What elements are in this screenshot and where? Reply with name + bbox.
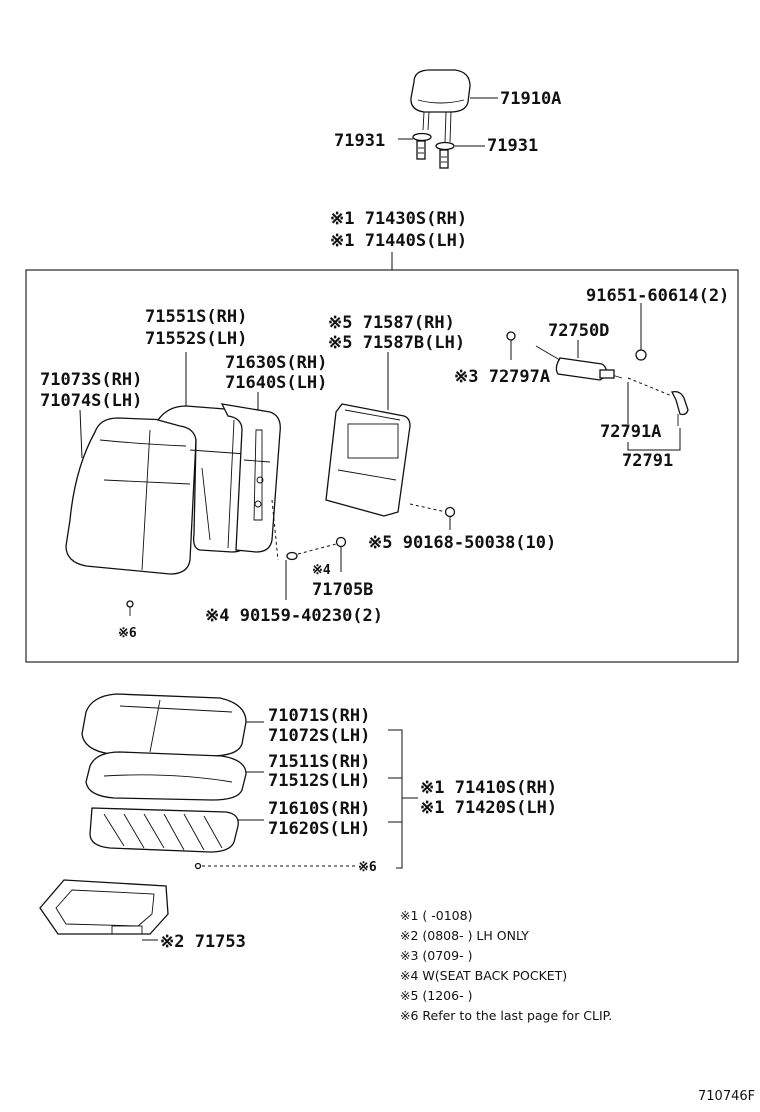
clip-71705b[interactable] (335, 536, 347, 548)
label-clip6-bottom: ※6 (358, 860, 377, 875)
label-seatback-rh: ※1 71430S(RH) (330, 209, 467, 229)
label-cushion-lh: ※1 71420S(LH) (420, 798, 557, 818)
label-72791a: 72791A (600, 422, 661, 442)
label-cushion-pad-lh: 71512S(LH) (268, 771, 370, 791)
label-tray: ※2 71753 (160, 932, 246, 952)
note-1: ※1 ( -0108) (400, 908, 472, 923)
label-guide-left: 71931 (334, 131, 385, 151)
lever-72750d[interactable] (535, 345, 623, 381)
label-cushion-frame-rh: 71610S(RH) (268, 799, 370, 819)
label-screw-90168: ※5 90168-50038(10) (368, 533, 556, 553)
label-pad-rh: 71551S(RH) (145, 307, 247, 327)
label-headrest: 71910A (500, 89, 561, 109)
label-cover-lh: 71074S(LH) (40, 391, 142, 411)
label-cushion-rh: ※1 71410S(RH) (420, 778, 557, 798)
screw-90168[interactable] (444, 506, 456, 518)
note-3: ※3 (0709- ) (400, 948, 472, 963)
label-91651: 91651-60614(2) (586, 286, 729, 306)
cushion-pad[interactable] (85, 751, 247, 801)
footnotes: ※1 ( -0108) ※2 (0808- ) LH ONLY ※3 (0709… (400, 908, 612, 1023)
seatback-cover[interactable] (65, 417, 197, 575)
seatback-assembly-box (25, 269, 739, 663)
tray-71753[interactable] (39, 879, 169, 935)
label-72791: 72791 (622, 451, 673, 471)
note-4: ※4 W(SEAT BACK POCKET) (400, 968, 567, 983)
seatback-pocket-board[interactable] (325, 403, 411, 517)
note-5: ※5 (1206- ) (400, 988, 472, 1003)
label-clip-mark: ※4 (312, 563, 331, 578)
headrest-part[interactable] (410, 69, 471, 143)
label-72797a: ※3 72797A (454, 367, 550, 387)
cushion-cover[interactable] (81, 693, 247, 757)
label-seatback-lh: ※1 71440S(LH) (330, 231, 467, 251)
cushion-frame[interactable] (89, 807, 239, 853)
label-clip-71705b: 71705B (312, 580, 373, 600)
label-frame-lh: 71640S(LH) (225, 373, 327, 393)
label-pocket-lh: ※5 71587B(LH) (328, 333, 465, 353)
label-cushion-cover-lh: 71072S(LH) (268, 726, 370, 746)
label-guide-right: 71931 (487, 136, 538, 156)
headrest-guide-left[interactable] (412, 132, 432, 160)
headrest-guide-right[interactable] (435, 141, 455, 169)
label-screw-90159: ※4 90159-40230(2) (205, 606, 383, 626)
knob-72791[interactable] (671, 390, 689, 426)
label-pad-lh: 71552S(LH) (145, 329, 247, 349)
label-frame-rh: 71630S(RH) (225, 353, 327, 373)
figure-reference: 710746F (698, 1089, 755, 1104)
label-cushion-cover-rh: 71071S(RH) (268, 706, 370, 726)
note-2: ※2 (0808- ) LH ONLY (400, 928, 529, 943)
label-cushion-pad-rh: 71511S(RH) (268, 752, 370, 772)
label-cushion-frame-lh: 71620S(LH) (268, 819, 370, 839)
label-clip6-top: ※6 (118, 626, 137, 641)
label-cover-rh: 71073S(RH) (40, 370, 142, 390)
seatback-frame[interactable] (220, 403, 281, 553)
small-clip-72797a[interactable] (506, 331, 516, 341)
label-72750d: 72750D (548, 321, 609, 341)
screw-90159[interactable] (286, 551, 298, 561)
clip-6-bottom[interactable] (194, 862, 202, 870)
note-6: ※6 Refer to the last page for CLIP. (400, 1008, 612, 1023)
clip-6-top[interactable] (126, 600, 134, 616)
label-pocket-rh: ※5 71587(RH) (328, 313, 455, 333)
bolt-91651[interactable] (635, 349, 647, 361)
